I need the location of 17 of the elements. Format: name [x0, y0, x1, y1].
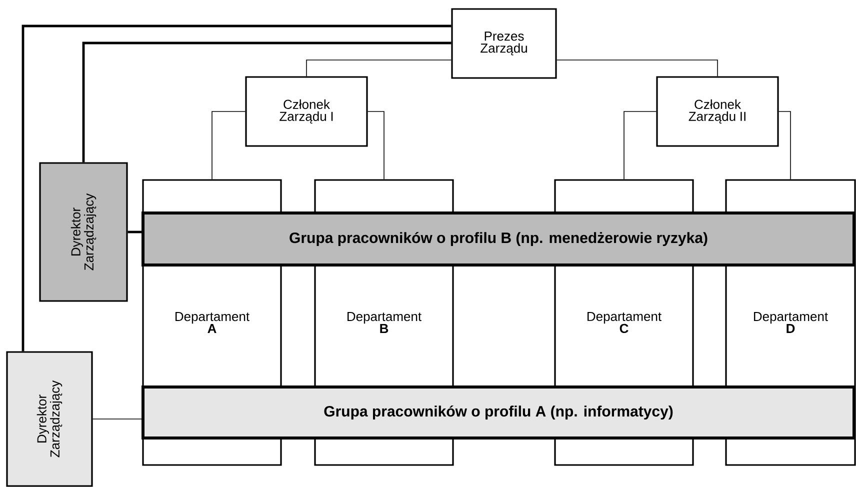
- connector-line: [367, 111, 384, 180]
- connector-line: [82, 42, 452, 162]
- director-box: Dyrektor Zarządzający: [39, 162, 128, 302]
- org-box: Członek Zarządu II: [656, 76, 779, 147]
- connector-line: [92, 418, 142, 420]
- org-box: Członek Zarządu I: [245, 76, 368, 147]
- connector-line: [128, 230, 142, 234]
- connector-line: [212, 111, 246, 180]
- director-box: Dyrektor Zarządzający: [6, 351, 93, 487]
- connector-line: [556, 60, 718, 77]
- connector-line: [778, 111, 791, 180]
- connector-line: [22, 24, 452, 352]
- group-band: Grupa pracowników o profilu A (np. informatycy): [142, 386, 856, 440]
- connector-line: [624, 111, 657, 180]
- org-box: Prezes Zarządu: [451, 8, 557, 79]
- group-band: Grupa pracowników o profilu B (np. menedżerowie ryzyka): [142, 212, 856, 266]
- connector-line: [306, 60, 452, 77]
